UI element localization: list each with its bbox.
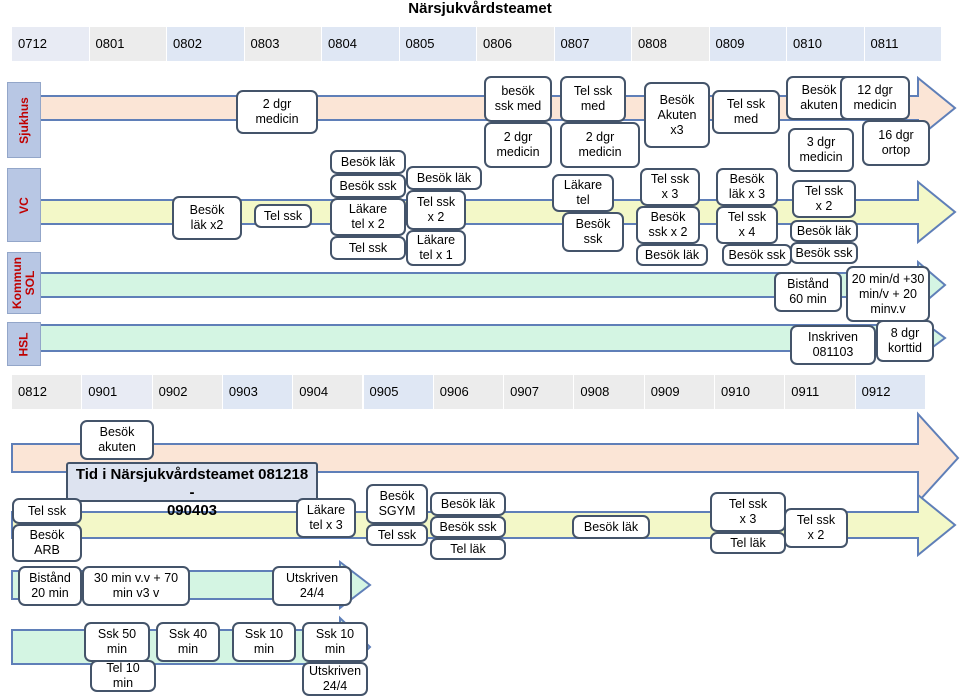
- month-cell: 0801: [89, 27, 166, 61]
- month-cell: 0903: [222, 375, 293, 409]
- month-cell: 0912: [855, 375, 925, 409]
- month-cell: 0809: [709, 27, 786, 61]
- month-cell: 0812: [12, 375, 82, 409]
- month-cell: 0802: [167, 27, 244, 61]
- event-box: Tel ssk: [12, 498, 82, 524]
- event-box: 16 dgr ortop: [862, 120, 930, 166]
- event-box: Besök läk x2: [172, 196, 242, 240]
- event-box: Utskriven 24/4: [272, 566, 352, 606]
- lane-label-vc: VC: [7, 168, 41, 242]
- event-box: Läkare tel x 1: [406, 230, 466, 266]
- event-box: 20 min/d +30 min/v + 20 minv.v: [846, 266, 930, 322]
- event-box: Besök ssk x 2: [636, 206, 700, 244]
- event-box: Tel ssk: [330, 236, 406, 260]
- month-cell: 0808: [632, 27, 709, 61]
- event-box: Tel 10 min: [90, 660, 156, 692]
- event-box: Läkare tel: [552, 174, 614, 212]
- event-box: Tel ssk x 3: [640, 168, 700, 206]
- event-box: Tel ssk med: [712, 90, 780, 134]
- event-box: Läkare tel x 2: [330, 198, 406, 236]
- month-cell: 0901: [82, 375, 152, 409]
- event-box: Besök läk: [406, 166, 482, 190]
- event-box: Besök Akuten x3: [644, 82, 710, 148]
- lane-label-sjukhus: Sjukhus: [7, 82, 41, 158]
- month-cell: 0712: [12, 27, 89, 61]
- month-cell: 0806: [477, 27, 554, 61]
- event-box: besök ssk med: [484, 76, 552, 122]
- month-cell: 0908: [574, 375, 644, 409]
- lane-label-hsl: HSL: [7, 322, 41, 366]
- event-box: Besök läk x 3: [716, 168, 778, 206]
- event-box: 3 dgr medicin: [788, 128, 854, 172]
- month-cell: 0805: [399, 27, 476, 61]
- month-cell: 0902: [152, 375, 222, 409]
- page-title: Närsjukvårdsteamet: [408, 0, 552, 17]
- event-box: Bistånd 20 min: [18, 566, 82, 606]
- month-cell: 0804: [322, 27, 399, 61]
- event-box: Inskriven 081103: [790, 325, 876, 365]
- event-box: Utskriven 24/4: [302, 662, 368, 696]
- event-box: Tel ssk: [254, 204, 312, 228]
- event-box: Bistånd 60 min: [774, 272, 842, 312]
- event-box: Besök ssk: [430, 516, 506, 538]
- event-box: Besök akuten: [80, 420, 154, 460]
- month-cell: 0811: [864, 27, 941, 61]
- event-box: 8 dgr korttid: [876, 320, 934, 362]
- event-box: Tel ssk med: [560, 76, 626, 122]
- event-box: Ssk 50 min: [84, 622, 150, 662]
- tid-label: Tid i Närsjukvårdsteamet 081218 - 090403: [66, 462, 318, 519]
- month-cell: 0807: [554, 27, 631, 61]
- event-box: Tel ssk x 2: [406, 190, 466, 230]
- month-cell: 0911: [785, 375, 855, 409]
- event-box: 2 dgr medicin: [236, 90, 318, 134]
- event-box: Besök läk: [330, 150, 406, 174]
- month-cell: 0907: [504, 375, 574, 409]
- event-box: Besök läk: [572, 515, 650, 539]
- month-cell: 0909: [644, 375, 714, 409]
- event-box: Besök ssk: [722, 244, 792, 266]
- event-box: 12 dgr medicin: [840, 76, 910, 120]
- event-box: Besök läk: [790, 220, 858, 242]
- event-box: Tel ssk: [366, 524, 428, 546]
- month-cell: 0905: [363, 375, 433, 409]
- month-cell: 0810: [787, 27, 864, 61]
- lane-label-kommun-sol: Kommun SOL: [7, 252, 41, 314]
- event-box: Ssk 10 min: [232, 622, 296, 662]
- event-box: Besök SGYM: [366, 484, 428, 524]
- event-box: Tel ssk x 3: [710, 492, 786, 532]
- month-cell: 0906: [433, 375, 504, 409]
- event-box: Ssk 10 min: [302, 622, 368, 662]
- event-box: Tel ssk x 4: [716, 206, 778, 244]
- event-box: Tel ssk x 2: [792, 180, 856, 218]
- event-box: Besök ssk: [330, 174, 406, 198]
- event-box: Besök ARB: [12, 524, 82, 562]
- event-box: Besök ssk: [562, 212, 624, 252]
- month-cell: 0910: [715, 375, 785, 409]
- event-box: Tel läk: [430, 538, 506, 560]
- event-box: 30 min v.v + 70 min v3 v: [82, 566, 190, 606]
- month-cell: 0904: [293, 375, 363, 409]
- event-box: Tel läk: [710, 532, 786, 554]
- event-box: Läkare tel x 3: [296, 498, 356, 538]
- event-box: 2 dgr medicin: [560, 122, 640, 168]
- event-box: Besök ssk: [790, 242, 858, 264]
- event-box: Besök läk: [430, 492, 506, 516]
- event-box: Besök läk: [636, 244, 708, 266]
- event-box: Tel ssk x 2: [784, 508, 848, 548]
- event-box: 2 dgr medicin: [484, 122, 552, 168]
- month-cell: 0803: [244, 27, 321, 61]
- event-box: Ssk 40 min: [156, 622, 220, 662]
